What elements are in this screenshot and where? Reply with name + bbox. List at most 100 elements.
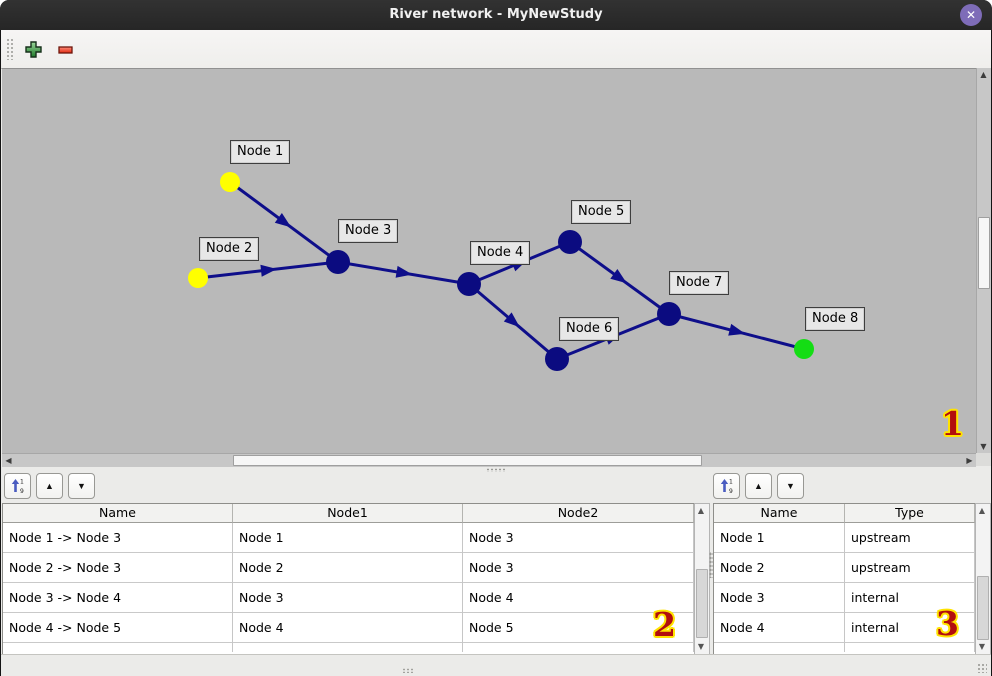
resize-grip[interactable] xyxy=(977,663,987,673)
sort-nodes-button[interactable]: 1 9 xyxy=(713,473,740,499)
table-cell[interactable]: upstream xyxy=(845,523,975,553)
table-cell[interactable]: Node 2 -> Node 3 xyxy=(3,553,233,583)
panel-grip[interactable] xyxy=(402,668,414,673)
table-cell[interactable]: Node 1 xyxy=(714,523,845,553)
links-scroll-thumb[interactable] xyxy=(696,569,708,638)
table-cell[interactable]: Node 3 xyxy=(714,583,845,613)
remove-node-button[interactable] xyxy=(53,37,77,61)
scroll-up-icon[interactable]: ▲ xyxy=(980,70,987,79)
triangle-down-icon: ▼ xyxy=(786,481,795,491)
vertical-scroll-thumb[interactable] xyxy=(978,217,990,289)
table-cell[interactable]: Node 4 xyxy=(233,613,463,643)
node-label[interactable]: Node 8 xyxy=(805,307,866,331)
scroll-up-icon[interactable]: ▲ xyxy=(978,506,986,515)
node-label[interactable]: Node 4 xyxy=(470,241,531,265)
edge-arrow-icon xyxy=(610,269,627,284)
table-cell[interactable]: Node 3 xyxy=(233,583,463,613)
node[interactable] xyxy=(558,230,582,254)
sort-ascending-icon: 1 9 xyxy=(5,478,30,494)
table-cell[interactable]: Node 2 xyxy=(714,553,845,583)
edge-arrow-icon xyxy=(395,265,413,278)
table-cell[interactable]: internal xyxy=(845,583,975,613)
vertical-splitter-handle[interactable] xyxy=(709,552,713,578)
table-cell[interactable]: Node 4 -> Node 5 xyxy=(3,613,233,643)
svg-text:1: 1 xyxy=(729,479,733,486)
horizontal-scroll-thumb[interactable] xyxy=(233,455,702,466)
title-bar[interactable]: River network - MyNewStudy ✕ xyxy=(0,0,992,30)
node[interactable] xyxy=(326,250,350,274)
node-label[interactable]: Node 1 xyxy=(230,140,291,164)
column-header[interactable]: Node1 xyxy=(233,504,463,523)
table-cell[interactable]: Node 1 xyxy=(233,523,463,553)
scroll-down-icon[interactable]: ▼ xyxy=(980,442,987,451)
table-cell[interactable]: Node 5 xyxy=(463,613,694,643)
sort-links-button[interactable]: 1 9 xyxy=(4,473,31,499)
scrollbar-corner xyxy=(976,453,991,466)
nodes-scroll-thumb[interactable] xyxy=(977,576,989,640)
nodes-table-scrollbar[interactable]: ▲ ▼ xyxy=(975,503,991,655)
canvas-horizontal-scrollbar[interactable]: ◀ ▶ xyxy=(2,453,976,467)
column-header[interactable]: Node2 xyxy=(463,504,694,523)
triangle-up-icon: ▲ xyxy=(754,481,763,491)
horizontal-splitter-handle[interactable] xyxy=(486,468,506,472)
scroll-down-icon[interactable]: ▼ xyxy=(697,642,705,651)
add-node-button[interactable] xyxy=(21,37,45,61)
table-cell[interactable]: Node 1 -> Node 3 xyxy=(3,523,233,553)
column-header[interactable]: Type xyxy=(845,504,975,523)
scroll-left-icon[interactable]: ◀ xyxy=(5,456,12,465)
triangle-up-icon: ▲ xyxy=(45,481,54,491)
node-label[interactable]: Node 3 xyxy=(338,219,399,243)
node[interactable] xyxy=(457,272,481,296)
table-cell[interactable]: Node 4 xyxy=(463,583,694,613)
node[interactable] xyxy=(545,347,569,371)
move-node-up-button[interactable]: ▲ xyxy=(745,473,772,499)
node[interactable] xyxy=(657,302,681,326)
scroll-down-icon[interactable]: ▼ xyxy=(978,642,986,651)
table-cell[interactable]: upstream xyxy=(845,553,975,583)
scroll-up-icon[interactable]: ▲ xyxy=(697,506,705,515)
table-cell[interactable]: Node 2 xyxy=(233,553,463,583)
column-header[interactable]: Name xyxy=(714,504,845,523)
node-label[interactable]: Node 2 xyxy=(199,237,260,261)
svg-text:9: 9 xyxy=(20,488,24,494)
node-label[interactable]: Node 6 xyxy=(559,317,620,341)
table-cell[interactable]: Node 4 xyxy=(714,613,845,643)
window-title: River network - MyNewStudy xyxy=(389,7,603,22)
toolbar-drag-handle[interactable] xyxy=(6,38,13,60)
toolbar xyxy=(1,30,991,69)
annotation-number: 1 xyxy=(941,404,964,443)
table-cell[interactable]: Node 3 -> Node 4 xyxy=(3,583,233,613)
node[interactable] xyxy=(220,172,240,192)
links-table-scrollbar[interactable]: ▲ ▼ xyxy=(694,503,710,655)
scroll-right-icon[interactable]: ▶ xyxy=(966,456,973,465)
move-link-up-button[interactable]: ▲ xyxy=(36,473,63,499)
move-link-down-button[interactable]: ▼ xyxy=(68,473,95,499)
move-node-down-button[interactable]: ▼ xyxy=(777,473,804,499)
node-label[interactable]: Node 7 xyxy=(669,271,730,295)
sort-ascending-icon: 1 9 xyxy=(714,478,739,494)
node[interactable] xyxy=(188,268,208,288)
close-button[interactable]: ✕ xyxy=(960,4,982,26)
vertical-splitter[interactable] xyxy=(708,466,713,654)
plus-icon xyxy=(21,40,45,58)
column-header[interactable]: Name xyxy=(3,504,233,523)
edge-arrow-icon xyxy=(728,323,746,336)
canvas-vertical-scrollbar[interactable]: ▲ ▼ xyxy=(976,68,991,453)
table-cell[interactable]: internal xyxy=(845,613,975,643)
river-network-canvas[interactable]: Node 1 Node 2 Node 3 Node 4 Node 5 Node 6 Node… xyxy=(2,68,976,454)
node-label[interactable]: Node 5 xyxy=(571,200,632,224)
table-cell[interactable]: Node 3 xyxy=(463,553,694,583)
edge-arrow-icon xyxy=(503,312,520,328)
node[interactable] xyxy=(794,339,814,359)
table-cell[interactable]: Node 3 xyxy=(463,523,694,553)
